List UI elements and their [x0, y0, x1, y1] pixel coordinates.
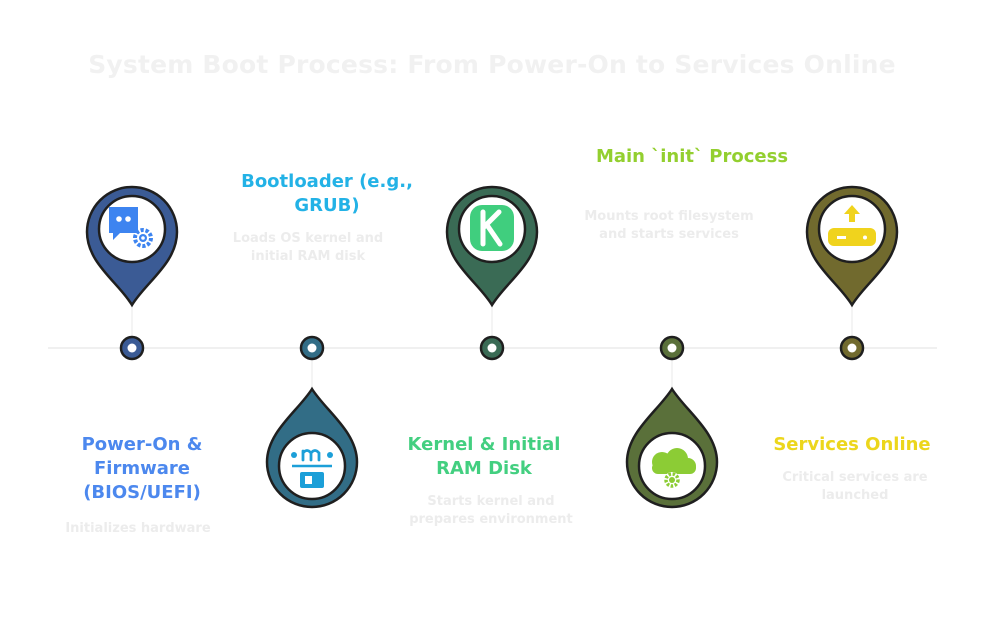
firmware-gear-icon [109, 207, 153, 248]
step-3-timeline-node-center [487, 343, 497, 353]
step-5-timeline-node-center [847, 343, 857, 353]
step-1-description: Initializes hardware [65, 521, 211, 536]
diagram-title: System Boot Process: From Power-On to Se… [88, 50, 896, 79]
step-1-pin [85, 185, 179, 361]
step-2-title: Bootloader (e.g., GRUB) [241, 171, 413, 216]
step-2-pin [265, 335, 359, 509]
step-2-description: Loads OS kernel and initial RAM disk [232, 231, 384, 264]
step-5-title: Services Online [773, 434, 931, 455]
step-4-description: Mounts root filesystem and starts servic… [584, 209, 754, 242]
bootloader-card-icon [291, 449, 333, 488]
step-5-pin [805, 185, 899, 361]
upload-server-icon [828, 205, 876, 246]
step-3-pin [445, 185, 539, 361]
kernel-k-icon [470, 205, 514, 251]
cloud-gear-icon [652, 448, 696, 488]
step-4-timeline-node-center [667, 343, 677, 353]
step-3-title: Kernel & Initial RAM Disk [407, 434, 561, 479]
step-5-description: Critical services are launched [782, 470, 928, 503]
step-1-timeline-node-center [127, 343, 137, 353]
step-1-title: Power-On & Firmware (BIOS/UEFI) [81, 434, 203, 503]
step-4-title: Main `init` Process [595, 146, 789, 167]
step-4-pin [625, 335, 719, 509]
step-2-timeline-node-center [307, 343, 317, 353]
step-3-description: Starts kernel and prepares environment [409, 494, 573, 527]
